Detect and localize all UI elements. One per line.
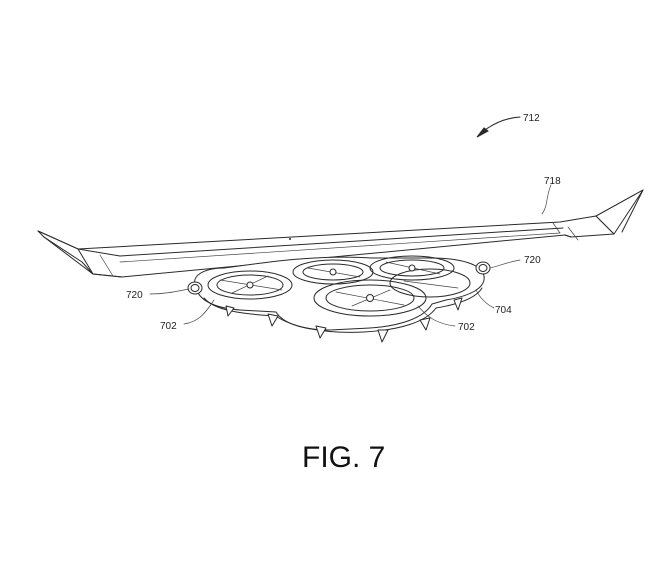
leader-lines: [149, 116, 552, 327]
figure-caption: FIG. 7: [302, 441, 385, 474]
label-720-left: 720: [126, 290, 143, 301]
label-702-left: 702: [160, 321, 177, 332]
wing: [37, 189, 644, 278]
label-720-right: 720: [524, 255, 541, 266]
propulsion-frame: [187, 255, 491, 343]
label-704: 704: [495, 305, 512, 316]
label-702-center: 702: [458, 322, 475, 333]
label-712: 712: [523, 113, 540, 124]
label-718: 718: [544, 176, 561, 187]
reference-labels: 712 718 720 720 702 702 704: [126, 113, 561, 333]
